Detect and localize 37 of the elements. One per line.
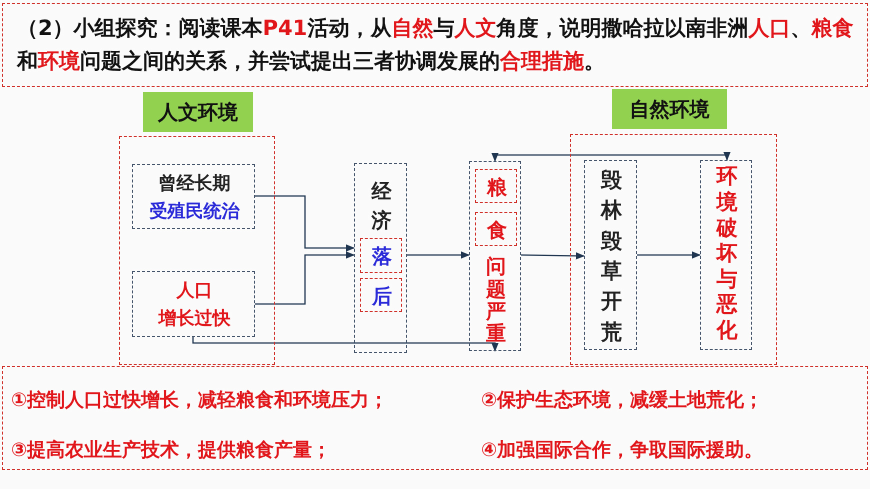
node-label: 毁林毁草开荒 (601, 166, 622, 346)
process-box (469, 161, 521, 351)
measures-box (2, 366, 868, 470)
highlight-box (360, 278, 402, 312)
arrow (192, 337, 499, 352)
measure-text: ④加强国际合作，争取国际援助。 (481, 438, 764, 463)
highlight-box (475, 212, 517, 246)
arrow (637, 251, 701, 259)
highlight-box (360, 238, 402, 273)
arrow (520, 252, 585, 260)
node-label: 后 (372, 282, 392, 310)
node-label: 问题严重 (486, 255, 506, 345)
node-label: 经济 (372, 178, 392, 234)
arrow (255, 251, 355, 305)
measure-text: ②保护生态环境，减缓土地荒化； (481, 388, 764, 413)
node-label: 食 (487, 216, 507, 244)
node-label: 人口 (176, 279, 212, 302)
process-box (700, 160, 752, 350)
node-label: 粮 (487, 174, 507, 200)
node-label: 增长过快 (158, 307, 230, 330)
cause-box (132, 271, 255, 337)
section-heading: 人文环境 (158, 98, 238, 126)
node-label: 环境破坏与恶化 (716, 164, 738, 344)
measure-text: ③提高农业生产技术，提供粮食产量； (11, 438, 332, 463)
node-label: 受殖民统治 (150, 200, 240, 223)
arrow (255, 195, 355, 252)
process-box (354, 163, 407, 353)
node-label: 落 (372, 243, 392, 270)
section-heading: 自然环境 (630, 96, 710, 122)
node-label: 曾经长期 (158, 172, 230, 195)
cause-box (132, 164, 255, 229)
arrow (491, 152, 731, 162)
arrow (407, 251, 470, 259)
measure-text: ①控制人口过快增长，减轻粮食和环境压力； (11, 388, 388, 413)
highlight-box (475, 169, 517, 203)
process-box (584, 160, 637, 350)
question-box: （2）小组探究：阅读课本P41活动，从自然与人文角度，说明撒哈拉以南非洲人口、粮食和环境问题之间的关系，并尝试提出三者协调发展的合理措施。 (2, 3, 868, 87)
